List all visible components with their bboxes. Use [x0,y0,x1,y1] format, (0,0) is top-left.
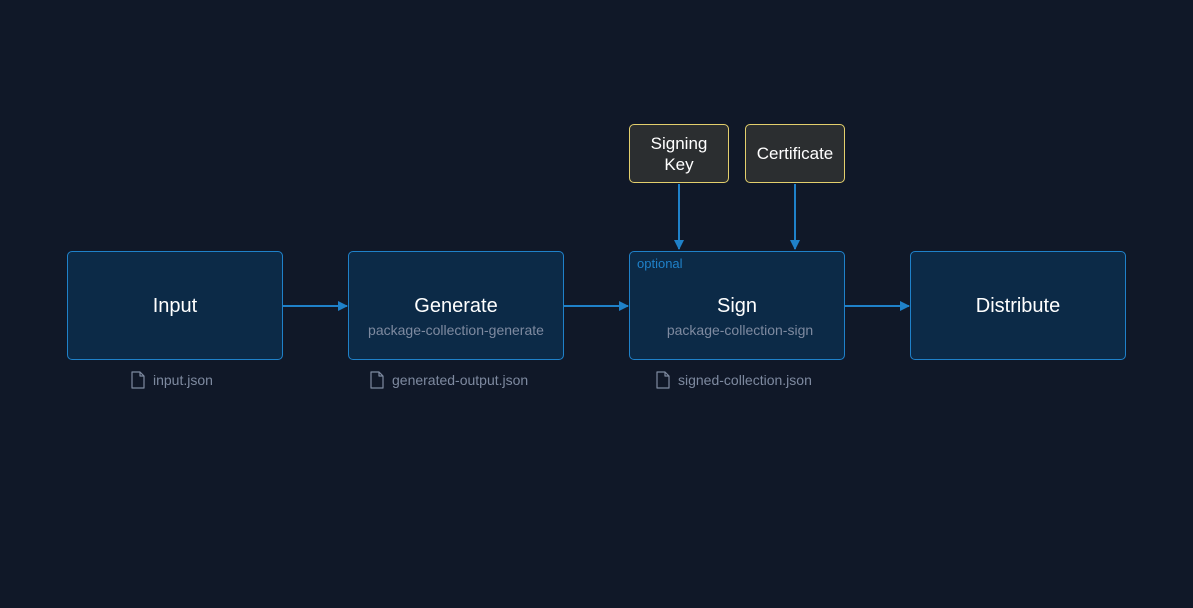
stage-title: Sign [716,295,758,317]
signing-key-label: Signing Key [650,133,708,174]
stage-input: Input [67,251,283,360]
certificate-label: Certificate [756,144,834,163]
file-name: generated-output.json [392,372,529,388]
file-label-sign: signed-collection.json [656,370,812,390]
stage-distribute: Distribute [910,251,1126,360]
file-name: input.json [153,372,213,388]
stage-command: package-collection-generate [368,322,544,338]
stage-title: Input [152,295,198,317]
stage-title: Distribute [975,295,1061,317]
certificate-box: Certificate [745,124,845,183]
file-icon [656,371,670,389]
stage-command: package-collection-sign [666,322,814,338]
stage-generate: Generate package-collection-generate [348,251,564,360]
file-label-input: input.json [131,370,213,390]
file-icon [370,371,384,389]
signing-key-box: Signing Key [629,124,729,183]
optional-tag: optional [637,256,683,271]
file-label-generate: generated-output.json [370,370,528,390]
stage-sign: optional Sign package-collection-sign [629,251,845,360]
stage-title: Generate [414,295,498,317]
file-icon [131,371,145,389]
file-name: signed-collection.json [678,372,812,388]
